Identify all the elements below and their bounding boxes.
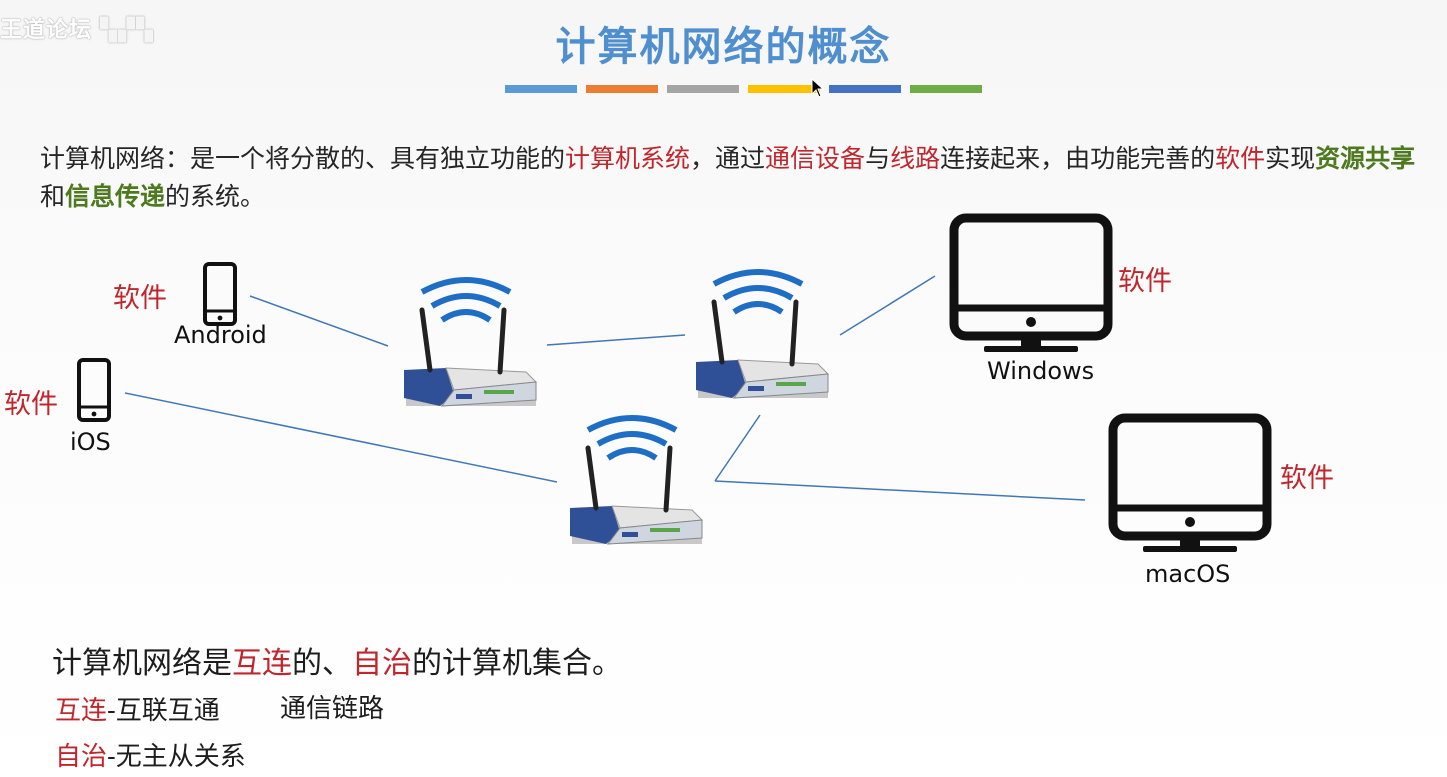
watermark-logo: ▚▞▚ (100, 18, 154, 43)
link-android-router (249, 295, 389, 347)
autonomous-definition: 自治-无主从关系 (55, 736, 246, 773)
wifi-router-icon (404, 280, 536, 406)
summary-text-2: 的、 (292, 646, 352, 681)
def-highlight-computer-system: 计算机系统 (565, 144, 691, 173)
link-router-router (546, 334, 686, 346)
forum-watermark: 王道论坛 ▚▞▚ (0, 12, 154, 44)
summary-text-1: 计算机网络是 (52, 646, 232, 681)
device-label-macos: macOS (1145, 560, 1231, 588)
def-highlight-info-transfer: 信息传递 (65, 182, 166, 211)
interconnect-note: 通信链路 (280, 694, 385, 724)
color-bar-green (910, 85, 982, 93)
def-text-7: 的系统。 (165, 182, 266, 211)
link-router-macos (714, 480, 1086, 501)
def-highlight-software: 软件 (1215, 144, 1266, 173)
device-label-windows: Windows (987, 357, 1095, 385)
link-router-windows (839, 275, 936, 336)
def-highlight-lines: 线路 (890, 144, 941, 173)
link-ios-router (124, 392, 558, 483)
interconnect-term: 互连 (55, 696, 108, 726)
color-bar-orange (586, 85, 658, 93)
mouse-cursor-icon (811, 78, 825, 98)
interconnect-definition: 互连-互联互通 (55, 690, 220, 727)
network-definition: 计算机网络：是一个将分散的、具有独立功能的计算机系统，通过通信设备与线路连接起来… (40, 140, 1440, 216)
def-text-1: 计算机网络：是一个将分散的、具有独立功能的 (40, 144, 566, 173)
color-bar-blue (505, 85, 577, 93)
link-router-router-2 (714, 414, 761, 482)
software-label-macos: 软件 (1280, 463, 1334, 494)
summary-highlight-autonomous: 自治 (352, 646, 412, 681)
summary-highlight-interconnect: 互连 (232, 646, 292, 681)
color-bar-yellow (748, 85, 820, 93)
phone-icon (203, 262, 237, 326)
def-highlight-comm-device: 通信设备 (765, 144, 866, 173)
def-text-6: 和 (40, 182, 66, 211)
wifi-router-icon (696, 272, 828, 398)
device-label-android: Android (174, 321, 267, 349)
def-text-2: ，通过 (690, 144, 766, 173)
monitor-icon (954, 218, 1108, 352)
software-label-windows: 软件 (1118, 266, 1172, 297)
color-bar-gray (667, 85, 739, 93)
autonomous-def: -无主从关系 (107, 742, 246, 772)
watermark-text: 王道论坛 (0, 18, 93, 43)
color-bar-darkblue (829, 85, 901, 93)
summary-text-3: 的计算机集合。 (412, 646, 622, 681)
monitor-icon (1113, 418, 1267, 552)
def-highlight-resource-sharing: 资源共享 (1315, 144, 1416, 173)
autonomous-term: 自治 (55, 742, 108, 772)
def-text-3: 与 (865, 144, 891, 173)
interconnect-def: -互联互通 (107, 696, 220, 726)
software-label-android: 软件 (113, 283, 167, 314)
software-label-ios: 软件 (4, 389, 58, 420)
device-label-ios: iOS (70, 428, 111, 456)
phone-icon (77, 358, 111, 422)
wifi-router-icon (570, 418, 702, 544)
network-summary: 计算机网络是互连的、自治的计算机集合。 (52, 638, 622, 682)
def-text-4: 连接起来，由功能完善的 (940, 144, 1216, 173)
slide-title: 计算机网络的概念 (555, 24, 892, 70)
def-text-5: 实现 (1265, 144, 1316, 173)
